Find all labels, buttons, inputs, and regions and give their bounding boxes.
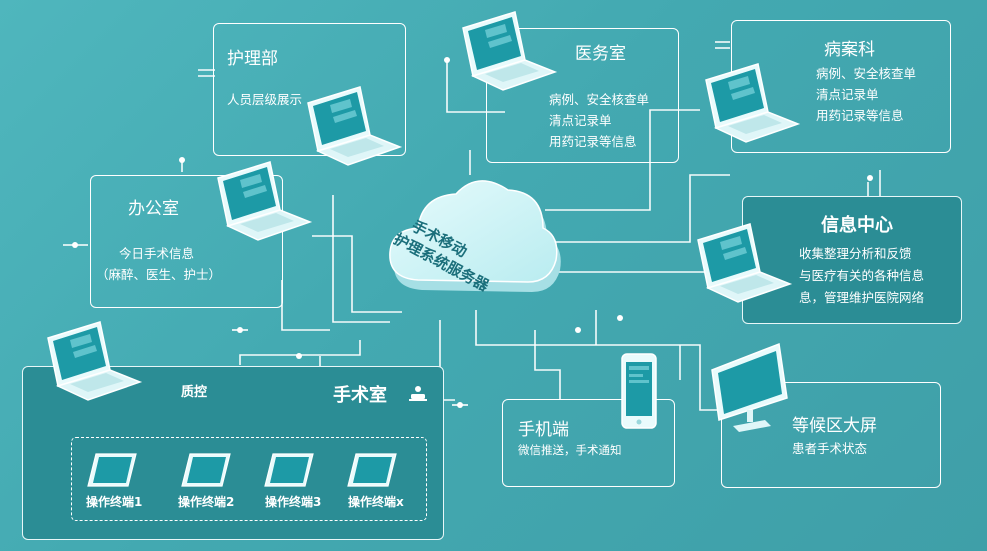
- nursing-department-box: 护理部 人员层级展示: [213, 23, 406, 156]
- laptop-icon: [300, 85, 405, 174]
- office-box: 办公室 今日手术信息 （麻醉、医生、护士）: [90, 175, 283, 308]
- medical-affairs-body-2: 清点记录单: [549, 113, 612, 128]
- medical-records-body-1: 病例、安全核查单: [816, 66, 917, 81]
- information-center-title: 信息中心: [821, 215, 893, 236]
- quality-control-label: 质控: [181, 385, 208, 400]
- medical-records-body-3: 用药记录等信息: [816, 108, 904, 123]
- medical-affairs-title: 医务室: [575, 44, 626, 64]
- cloud-server-icon: 手术移动 护理系统服务器: [378, 160, 563, 310]
- mobile-title: 手机端: [518, 420, 569, 440]
- waiting-area-box: 等候区大屏 患者手术状态: [721, 382, 941, 488]
- information-center-body-2: 与医疗有关的各种信息: [799, 268, 925, 283]
- nursing-title: 护理部: [227, 49, 278, 69]
- smartphone-icon: [620, 352, 660, 432]
- medical-affairs-body-1: 病例、安全核查单: [549, 92, 650, 107]
- laptop-icon: [698, 62, 803, 151]
- terminals-group: [71, 437, 427, 521]
- laptop-icon: [210, 160, 315, 249]
- terminal-label-x: 操作终端x: [348, 495, 404, 509]
- medical-affairs-box: 医务室 病例、安全核查单 清点记录单 用药记录等信息: [486, 28, 679, 163]
- office-body-1: 今日手术信息: [119, 246, 195, 261]
- laptop-icon: [40, 320, 145, 409]
- office-body-2: （麻醉、医生、护士）: [96, 267, 222, 282]
- terminal-label-3: 操作终端3: [265, 495, 322, 509]
- waiting-area-title: 等候区大屏: [792, 416, 877, 436]
- medical-records-title: 病案科: [824, 40, 875, 60]
- information-center-body-3: 息，管理维护医院网络: [799, 290, 925, 305]
- surgeon-icon: [409, 385, 427, 401]
- laptop-icon: [455, 10, 560, 99]
- mobile-box: 手机端 微信推送，手术通知: [502, 399, 675, 487]
- waiting-area-body: 患者手术状态: [792, 441, 868, 456]
- mobile-body: 微信推送，手术通知: [518, 443, 622, 457]
- tablet-icon: [346, 452, 398, 492]
- tablet-icon: [180, 452, 232, 492]
- medical-affairs-body-3: 用药记录等信息: [549, 134, 637, 149]
- monitor-icon: [707, 340, 792, 435]
- information-center-body-1: 收集整理分析和反馈: [799, 246, 912, 261]
- terminal-label-2: 操作终端2: [178, 495, 235, 509]
- nursing-body: 人员层级展示: [227, 92, 303, 107]
- tablet-icon: [263, 452, 315, 492]
- laptop-icon: [690, 222, 795, 311]
- office-title: 办公室: [128, 199, 179, 219]
- information-center-box: 信息中心 收集整理分析和反馈 与医疗有关的各种信息 息，管理维护医院网络: [742, 196, 962, 324]
- medical-records-body-2: 清点记录单: [816, 87, 879, 102]
- terminal-label-1: 操作终端1: [86, 495, 143, 509]
- tablet-icon: [86, 452, 138, 492]
- operating-room-title: 手术室: [333, 385, 387, 406]
